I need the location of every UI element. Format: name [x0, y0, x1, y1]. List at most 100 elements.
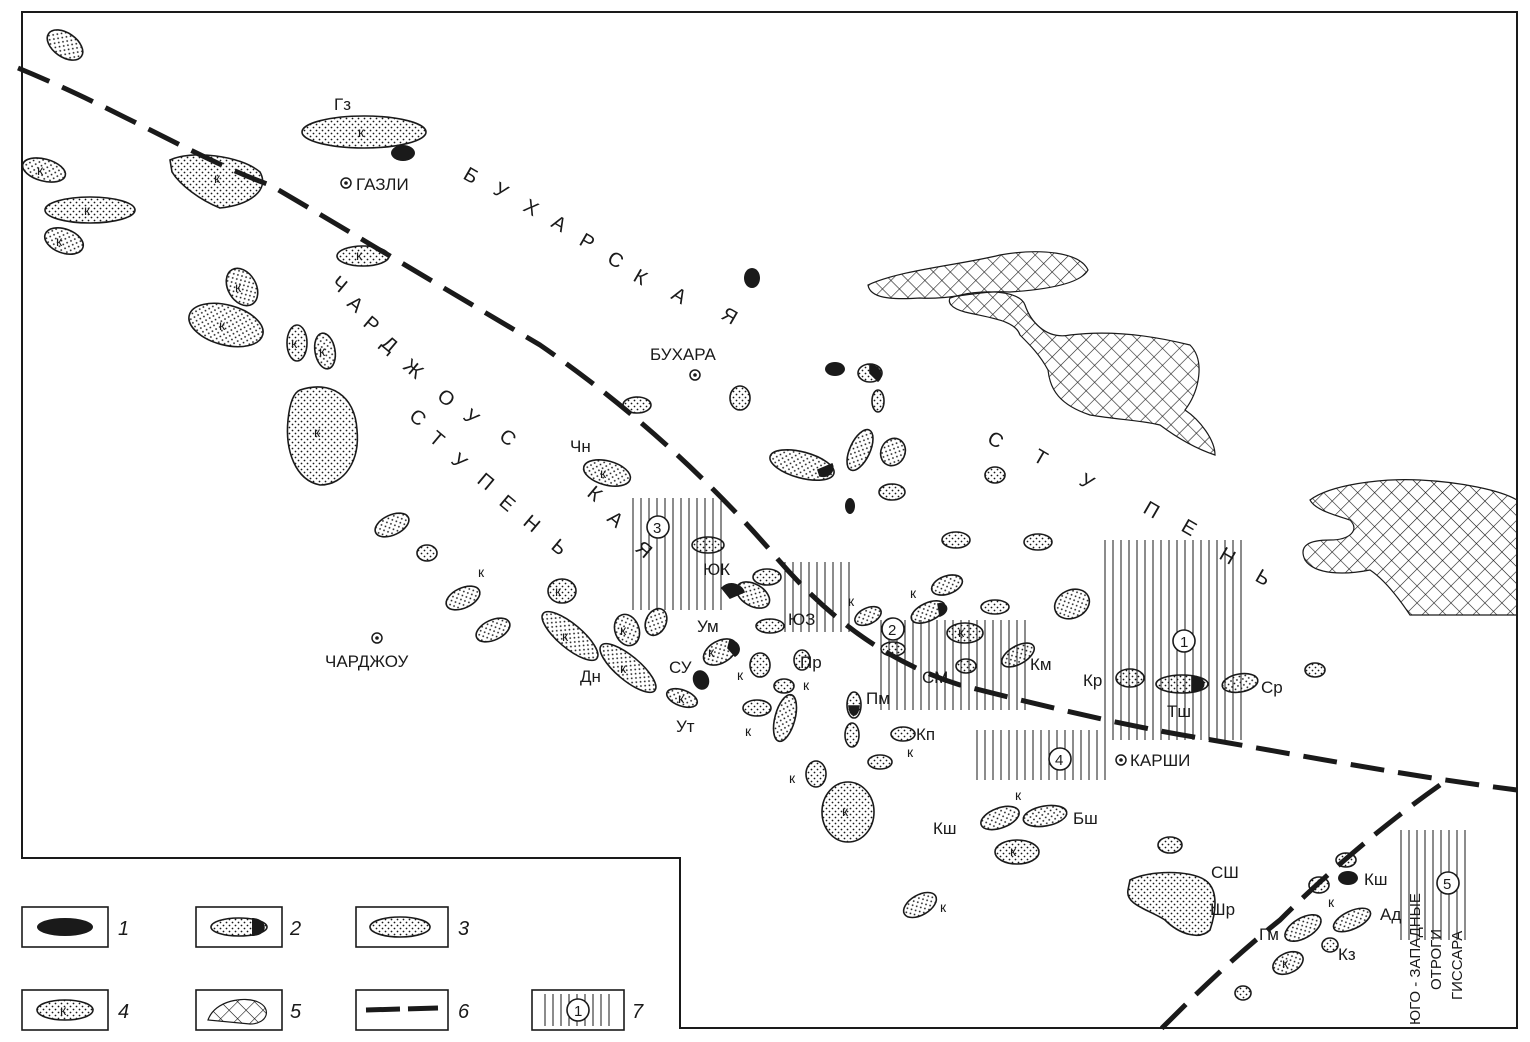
- field-label: Ум: [697, 617, 719, 636]
- city-label-chardzhou: ЧАРДЖОУ: [325, 652, 409, 671]
- deposit-k: [582, 459, 632, 487]
- zone-circle-5: [1436, 871, 1460, 895]
- zone-circle-4: [1048, 747, 1072, 771]
- deposit: [665, 687, 699, 709]
- deposit-partial: [1053, 588, 1091, 620]
- region-letter: Ь: [547, 535, 571, 560]
- legend-swatch-gas: [369, 916, 431, 938]
- k-marker: к: [314, 424, 321, 440]
- field-label: СМ: [922, 668, 948, 687]
- field-label: Бш: [1073, 809, 1098, 828]
- zone-circle-1: [1172, 629, 1196, 653]
- deposit-k: [286, 386, 359, 486]
- region-letter: Б: [460, 163, 482, 189]
- deposit-partial: [871, 389, 885, 413]
- city-label-gazli: ГАЗЛИ: [356, 175, 409, 194]
- k-marker: к: [803, 677, 810, 693]
- field-label: Кп: [916, 725, 935, 744]
- fault-lines: [17, 65, 1518, 1032]
- deposits-k: [21, 115, 1304, 976]
- deposit-partial-dark: [848, 705, 860, 716]
- k-marker: к: [708, 644, 715, 660]
- deposit-k: [44, 196, 136, 224]
- field-label: Шр: [1210, 900, 1235, 919]
- deposit-k: [599, 642, 657, 694]
- deposit-partial-dark: [869, 364, 882, 383]
- zone-4-hatch: [975, 730, 1110, 780]
- legend-number: 4: [118, 1001, 129, 1023]
- k-marker: к: [219, 317, 226, 333]
- deposit: [729, 385, 751, 411]
- deposit-partial-dark: [817, 462, 834, 478]
- deposit: [1221, 672, 1259, 694]
- field-label: Ут: [676, 717, 695, 736]
- legend-zone-number: 1: [574, 1003, 582, 1020]
- legend-zone-circle: [566, 998, 590, 1022]
- deposit-k: [286, 324, 308, 362]
- legend: 1 2 3 к 4 5 6 1 7: [21, 906, 644, 1031]
- legend-number: 6: [458, 1001, 470, 1023]
- gissar-label: ЮГО - ЗАПАДНЫЕ: [1407, 893, 1424, 1025]
- zone-number: 3: [653, 520, 661, 537]
- deposit: [793, 649, 811, 671]
- city-markers: ГАЗЛИ БУХАРА ЧАРДЖОУ КАРШИ: [325, 175, 1190, 770]
- field-label: Гз: [334, 95, 351, 114]
- hatched-zones: [632, 498, 1470, 940]
- fault-north: [17, 65, 1518, 793]
- deposit-partial: [1115, 668, 1145, 688]
- k-marker: к: [84, 202, 91, 218]
- region-letter: Р: [359, 312, 383, 337]
- region-letter: А: [668, 283, 691, 309]
- deposit: [880, 641, 906, 657]
- deposit-k: [301, 115, 427, 149]
- k-marker: к: [555, 583, 562, 599]
- outcrops: [867, 251, 1518, 616]
- deposit-oil: [845, 498, 855, 514]
- legend-swatch-fault: [365, 1005, 439, 1013]
- k-marker: к: [37, 162, 44, 178]
- zone-markers: 3 2 1 4 5: [646, 515, 1460, 895]
- deposit: [805, 760, 827, 788]
- region-letter: К: [630, 265, 651, 290]
- region-letter: А: [603, 507, 628, 533]
- k-marker: к: [1282, 955, 1289, 971]
- deposit-oil: [1338, 871, 1358, 885]
- deposit: [644, 607, 668, 637]
- deposit-partial-dark: [720, 583, 745, 599]
- deposit: [1284, 913, 1322, 943]
- deposit-k: [547, 578, 577, 604]
- deposit-k: [43, 227, 85, 255]
- zone-3-hatch: [632, 498, 724, 610]
- legend-k-marker: к: [60, 1002, 67, 1018]
- region-letter: Ч: [327, 272, 351, 297]
- k-marker: к: [358, 124, 365, 140]
- k-marker: к: [1015, 787, 1022, 803]
- deposit: [445, 585, 481, 611]
- deposit-oil: [825, 362, 845, 376]
- region-letter: Х: [520, 195, 543, 221]
- fault-southeast: [1158, 782, 1442, 1032]
- deposit-k: [821, 781, 875, 843]
- field-label: Чн: [570, 437, 591, 456]
- deposit-k: [1272, 950, 1304, 976]
- k-marker: к: [737, 667, 744, 683]
- deposit: [475, 617, 511, 643]
- city-label-karshi: КАРШИ: [1130, 751, 1190, 770]
- region-letter: А: [343, 292, 368, 318]
- outcrop-east: [1302, 479, 1518, 616]
- field-label: ЮЗ: [788, 610, 815, 629]
- deposit: [878, 483, 906, 501]
- zone-number: 4: [1055, 752, 1063, 769]
- outcrop-top: [867, 251, 1089, 300]
- k-marker: к: [600, 465, 607, 481]
- field-label: Пр: [800, 653, 822, 672]
- city-label-bukhara: БУХАРА: [650, 345, 716, 364]
- deposit: [930, 574, 964, 596]
- legend-number: 3: [458, 918, 469, 940]
- region-letter: Д: [377, 332, 402, 358]
- deposit-k: [188, 302, 264, 348]
- field-label: Тш: [1167, 702, 1191, 721]
- region-letter: Ж: [399, 355, 428, 384]
- legend-swatch-outcrop: [207, 998, 267, 1025]
- deposit-partial-dark: [727, 639, 740, 658]
